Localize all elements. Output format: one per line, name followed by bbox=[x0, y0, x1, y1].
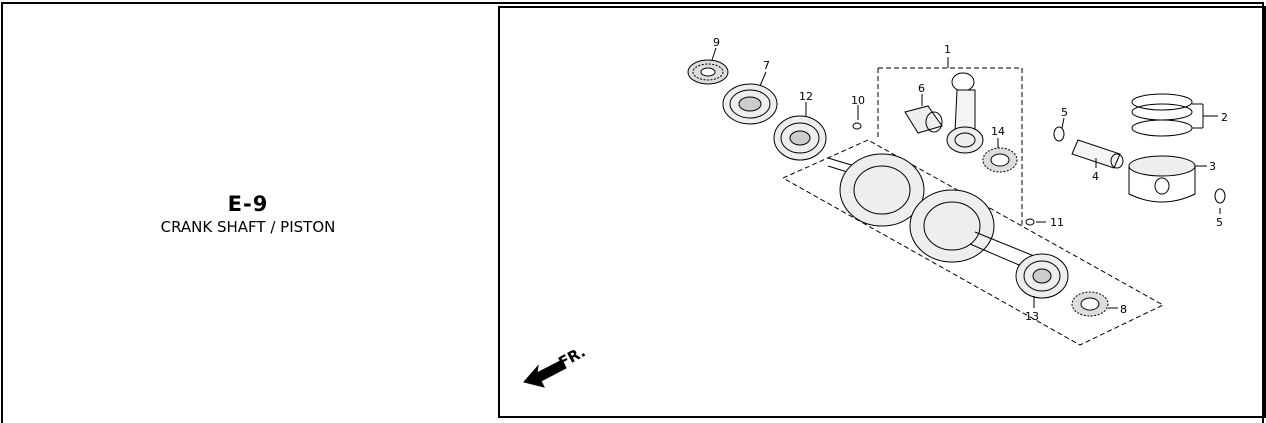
assembly-outline-1 bbox=[878, 67, 1023, 226]
part-label-4: 4 bbox=[1092, 170, 1099, 183]
part-label-2: 2 bbox=[1221, 111, 1228, 124]
part-label-14: 14 bbox=[991, 125, 1005, 138]
bearing-part-12 bbox=[773, 115, 827, 161]
crank-assembly-outline bbox=[781, 139, 1165, 346]
piston-rings-part-2 bbox=[1131, 93, 1193, 137]
part-label-13: 13 bbox=[1025, 310, 1039, 323]
section-title: CRANK SHAFT / PISTON bbox=[160, 218, 336, 236]
part-label-11: 11 bbox=[1050, 216, 1064, 229]
part-label-12: 12 bbox=[799, 90, 813, 103]
part-label-7: 7 bbox=[763, 59, 770, 72]
part-label-5a: 5 bbox=[1061, 106, 1068, 119]
clip-part-5-a bbox=[1053, 126, 1065, 142]
bearing-part-13 bbox=[1015, 253, 1069, 299]
part-label-5b: 5 bbox=[1216, 216, 1223, 229]
clip-part-5-b bbox=[1214, 188, 1226, 204]
part-label-8: 8 bbox=[1120, 303, 1127, 316]
part-label-3: 3 bbox=[1209, 160, 1216, 173]
crankshaft-left-half bbox=[827, 153, 925, 227]
section-code: E-9 bbox=[227, 192, 269, 216]
piston-part-3 bbox=[1128, 155, 1196, 203]
piston-pin-part-4 bbox=[1071, 139, 1124, 169]
pin-part-6 bbox=[904, 105, 943, 134]
crankshaft-right-half bbox=[909, 189, 1035, 269]
front-arrow-icon bbox=[523, 359, 567, 388]
leader-lines bbox=[711, 47, 1221, 309]
gear-part-9 bbox=[687, 59, 729, 85]
key-part-10 bbox=[852, 122, 862, 130]
diagram-box bbox=[498, 6, 1266, 418]
gear-part-8 bbox=[1071, 291, 1109, 317]
part-label-1: 1 bbox=[944, 43, 951, 56]
section-panel: E-9 CRANK SHAFT / PISTON bbox=[0, 0, 496, 423]
part-label-6: 6 bbox=[918, 82, 925, 95]
key-part-11 bbox=[1025, 218, 1035, 226]
bearing-part-7 bbox=[722, 83, 778, 125]
part-label-9: 9 bbox=[713, 36, 720, 49]
needle-bearing-part-14 bbox=[982, 147, 1018, 173]
connecting-rod-part-1 bbox=[946, 72, 984, 154]
part-label-10: 10 bbox=[851, 94, 865, 107]
